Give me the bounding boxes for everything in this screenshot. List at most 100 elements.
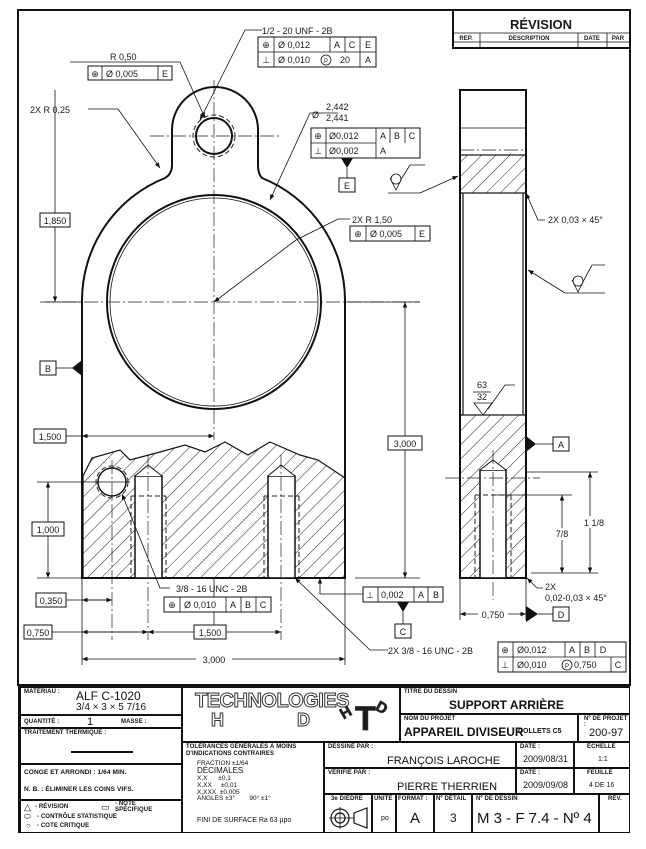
drawing-no-cell: Nº DE DESSIN M 3 - F 7.4 - Nº 4 bbox=[472, 794, 599, 833]
revision-col-description: DESCRIPTION bbox=[508, 36, 549, 42]
fcf-bottom: ⊕ Ø 0,010 A B C bbox=[163, 596, 272, 613]
svg-text:A: A bbox=[418, 590, 424, 600]
section-hatch bbox=[82, 441, 346, 579]
svg-text:Ø0,012: Ø0,012 bbox=[517, 645, 547, 655]
front-dimensions: 1,850 B 1,500 1,000 0,350 0,750 1,50 bbox=[23, 90, 423, 666]
material-cell: MATÉRIAU : ALF C-1020 3/4 × 3 × 5 7/16 bbox=[20, 687, 182, 715]
drawn-date-cell: DATE : 2009/08/31 bbox=[516, 742, 574, 768]
datum-b: B bbox=[45, 364, 51, 374]
projected-tolerance-icon: P bbox=[324, 59, 328, 65]
dia-lower: 2,441 bbox=[326, 113, 349, 123]
htd-logo-icon: H T D bbox=[337, 698, 391, 738]
third-angle-projection-icon bbox=[329, 807, 368, 829]
dim-3000-v: 3,000 bbox=[394, 439, 417, 449]
svg-text:Ø0,010: Ø0,010 bbox=[517, 660, 547, 670]
quantity-cell: QUANTITÉ : 1 MASSE : bbox=[20, 715, 182, 728]
legend-cell: △ - RÉVISION ▭ - NOTE SPÉCIFIQUE ⬭ - CON… bbox=[20, 800, 182, 833]
revision-col-rep: REP. bbox=[459, 36, 473, 42]
svg-text:A: A bbox=[380, 146, 386, 156]
side-section-top bbox=[459, 154, 527, 194]
svg-text:A: A bbox=[365, 55, 371, 65]
svg-text:Ø0,012: Ø0,012 bbox=[329, 131, 359, 141]
dim-1000: 1,000 bbox=[37, 525, 60, 535]
project-name-cell: NOM DU PROJET APPAREIL DIVISEUR COLLETS … bbox=[400, 714, 578, 742]
drawing-title: SUPPORT ARRIÈRE bbox=[449, 698, 564, 712]
drawing-frame bbox=[17, 9, 631, 686]
fcf-side: ⊕ Ø0,012 A B D ⊥ Ø0,010 P 0,750 C bbox=[497, 641, 627, 673]
projected-tolerance-icon: P bbox=[565, 664, 569, 670]
svg-text:T: T bbox=[355, 700, 376, 738]
company-logo: TECHNOLOGIES H D H T D bbox=[182, 687, 400, 742]
svg-text:0,002: 0,002 bbox=[381, 590, 404, 600]
part-outline bbox=[81, 86, 346, 579]
fcf-top: ⊕ Ø 0,012 A C E ⊥ Ø 0,010 P 20 A bbox=[257, 36, 377, 68]
svg-text:C: C bbox=[409, 131, 416, 141]
dim-1500-top: 1,500 bbox=[39, 432, 62, 442]
position-icon: ⊕ bbox=[354, 229, 362, 239]
svg-text:Ø: Ø bbox=[312, 110, 319, 120]
svg-text:Ø0,002: Ø0,002 bbox=[329, 146, 359, 156]
front-view bbox=[40, 80, 420, 640]
revision-title: RÉVISION bbox=[510, 17, 572, 32]
svg-text:Ø 0,005: Ø 0,005 bbox=[370, 229, 402, 239]
svg-text:H: H bbox=[337, 703, 355, 723]
notes-cell: CONGE ET ARRONDI : 1/64 MIN. N. B. : ÉLI… bbox=[20, 764, 182, 800]
svg-text:C: C bbox=[349, 40, 356, 50]
front-callouts: 1/2 - 20 UNF - 2B ⊕ Ø 0,012 A C E ⊥ Ø 0,… bbox=[30, 26, 444, 651]
heat-treatment-cell: TRAITEMENT THERMIQUE : bbox=[20, 728, 182, 764]
dim-0350: 0,350 bbox=[40, 596, 63, 606]
drawn-date: 2009/08/31 bbox=[523, 754, 569, 764]
projection-cell: 3e DIÈDRE bbox=[324, 794, 372, 833]
tapped-hole-left bbox=[134, 475, 163, 579]
company-initials: H D bbox=[211, 710, 344, 731]
rev-cell: RÉV. bbox=[599, 794, 630, 833]
perpendicularity-icon: ⊥ bbox=[366, 590, 374, 600]
dim-3000-h: 3,000 bbox=[203, 655, 226, 665]
quantity-value: 1 bbox=[87, 716, 94, 728]
fcf-r150: ⊕ Ø 0,005 E bbox=[349, 225, 431, 242]
sheet: 4 DE 16 bbox=[589, 782, 615, 789]
r050-label: R 0,50 bbox=[110, 52, 137, 62]
svg-text:Ø 0,010: Ø 0,010 bbox=[184, 600, 216, 610]
sheet-cell: FEUILLE 4 DE 16 bbox=[574, 768, 630, 794]
format-cell: FORMAT : A bbox=[396, 794, 434, 833]
dia-upper: 2,442 bbox=[326, 102, 349, 112]
chamfer-bottom-qty: 2X bbox=[545, 582, 556, 592]
svg-text:C: C bbox=[260, 600, 267, 610]
roughness-top: 63 bbox=[477, 380, 487, 390]
drawn-by-cell: DESSINÉ PAR : FRANÇOIS LAROCHE bbox=[324, 742, 516, 768]
revision-triangle-icon: △ bbox=[24, 802, 31, 812]
side-callouts: 2X 0,03 × 45° 63 32 A 1 1/8 7/8 2X 0,02-… bbox=[388, 164, 627, 673]
roughness-bottom: 32 bbox=[477, 392, 487, 402]
position-icon: ⊕ bbox=[262, 40, 270, 50]
svg-text:B: B bbox=[394, 131, 400, 141]
company-name: TECHNOLOGIES bbox=[194, 690, 350, 713]
drawing-no: M 3 - F 7.4 - Nº 4 bbox=[477, 810, 592, 827]
scale: 1:1 bbox=[598, 756, 608, 763]
unit-cell: UNITÉ po bbox=[372, 794, 396, 833]
drawn-by: FRANÇOIS LAROCHE bbox=[387, 755, 501, 767]
checked-by: PIERRE THERRIEN bbox=[397, 781, 498, 793]
position-icon: ⊕ bbox=[91, 69, 99, 79]
svg-text:B: B bbox=[433, 590, 439, 600]
datum-c: C bbox=[400, 627, 407, 637]
project-no-cell: Nº DE PROJET : 200-97 bbox=[578, 714, 630, 742]
project-no: 200-97 bbox=[589, 727, 624, 739]
revision-col-par: PAR bbox=[612, 36, 625, 42]
fcf-bore: ⊕ Ø0,012 A B C ⊥ Ø0,002 A E bbox=[310, 127, 421, 193]
position-icon: ⊕ bbox=[501, 645, 509, 655]
thread-top: 1/2 - 20 UNF - 2B bbox=[262, 26, 333, 36]
fcf-perp-c: ⊥ 0,002 A B C bbox=[362, 586, 444, 639]
thread-side: 2X 3/8 - 16 UNC - 2B bbox=[388, 646, 473, 656]
svg-text:D: D bbox=[600, 645, 607, 655]
revision-block: RÉVISION REP. DESCRIPTION DATE PAR bbox=[452, 9, 631, 49]
svg-text:0,750: 0,750 bbox=[574, 660, 597, 670]
title-block: MATÉRIAU : ALF C-1020 3/4 × 3 × 5 7/16 Q… bbox=[18, 685, 630, 833]
surface-finish: FINI DE SURFACE Ra 63 µpo bbox=[197, 817, 292, 824]
svg-text:E: E bbox=[365, 40, 371, 50]
fcf-r050: ⊕ Ø 0,005 E bbox=[87, 65, 173, 81]
svg-text:A: A bbox=[380, 131, 386, 141]
svg-text:E: E bbox=[162, 69, 168, 79]
